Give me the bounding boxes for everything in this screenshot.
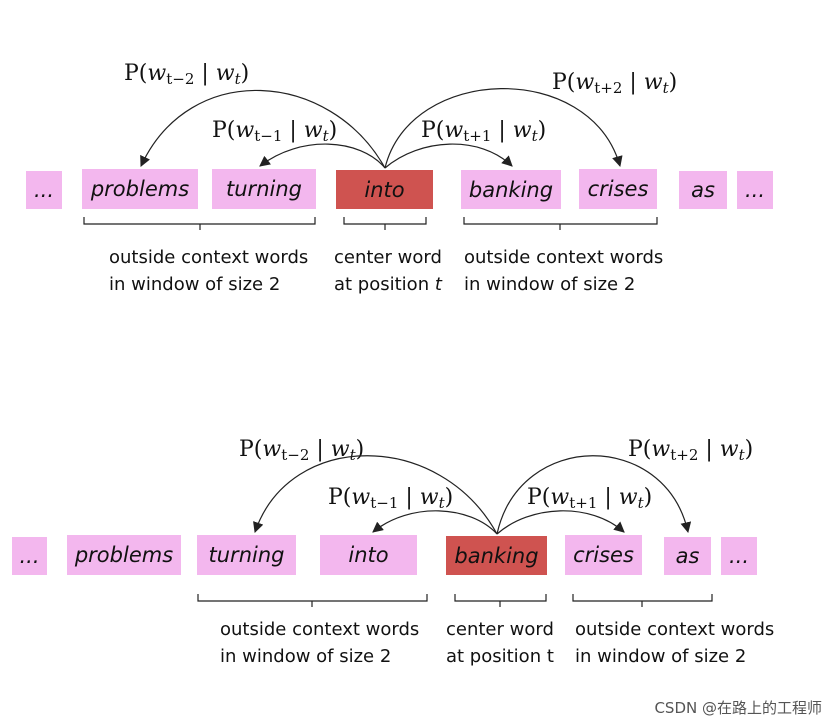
prob-label-t-plus-1: P(wt+1 | wt) <box>421 118 547 145</box>
arc-banking-to-crises <box>496 510 625 535</box>
bracket-right-context <box>463 217 658 230</box>
prob-label-t-minus-1: P(wt−1 | wt) <box>212 118 338 145</box>
word-box-turning: turning <box>212 169 316 209</box>
prob-label-t-plus-1-2: P(wt+1 | wt) <box>527 485 653 512</box>
bracket-center-word-2 <box>454 594 547 607</box>
word-box-ellipsis-right-2: ... <box>721 537 757 575</box>
word-box-problems: problems <box>82 169 198 209</box>
caption-left-context-2: outside context words in window of size … <box>220 619 420 667</box>
word-box-ellipsis-right: ... <box>737 171 773 209</box>
word-box-ellipsis-left-2: ... <box>12 537 47 575</box>
arc-banking-to-turning <box>253 455 498 535</box>
center-word-box-into: into <box>336 170 433 209</box>
watermark: CSDN @在路上的工程师 <box>654 699 822 717</box>
prob-label-t-minus-1-2: P(wt−1 | wt) <box>328 485 454 512</box>
word-box-into-2: into <box>320 535 417 575</box>
arc-banking-to-into <box>372 510 498 535</box>
bracket-left-context-2 <box>197 594 428 607</box>
word-box-problems-2: problems <box>67 535 181 575</box>
bracket-center-word <box>343 217 427 230</box>
prob-label-t-minus-2: P(wt−2 | wt) <box>124 61 250 88</box>
prob-label-t-plus-2-2: P(wt+2 | wt) <box>628 437 754 464</box>
caption-left-context: outside context words in window of size … <box>109 247 309 295</box>
arc-into-to-banking <box>384 143 513 169</box>
caption-center-word: center word at position t <box>334 247 442 295</box>
arc-banking-to-as <box>496 455 692 535</box>
bracket-left-context <box>83 217 316 230</box>
prob-label-t-plus-2: P(wt+2 | wt) <box>552 70 678 97</box>
word-box-crises: crises <box>579 169 657 209</box>
word-box-crises-2: crises <box>565 535 642 575</box>
word-box-turning-2: turning <box>197 535 296 575</box>
word-box-as-2: as <box>664 537 711 575</box>
arc-into-to-problems <box>140 89 386 169</box>
bracket-right-context-2 <box>572 594 713 607</box>
caption-right-context-2: outside context words in window of size … <box>575 619 775 667</box>
word-box-as: as <box>679 171 727 209</box>
word-box-banking: banking <box>461 170 561 209</box>
word-box-ellipsis-left: ... <box>26 171 62 209</box>
caption-right-context: outside context words in window of size … <box>464 247 664 295</box>
arc-into-to-turning <box>259 143 386 169</box>
prob-label-t-minus-2-2: P(wt−2 | wt) <box>239 437 365 464</box>
arc-into-to-crises <box>384 88 623 169</box>
caption-center-word-2: center word at position t <box>446 619 554 667</box>
center-word-box-banking: banking <box>446 536 547 575</box>
